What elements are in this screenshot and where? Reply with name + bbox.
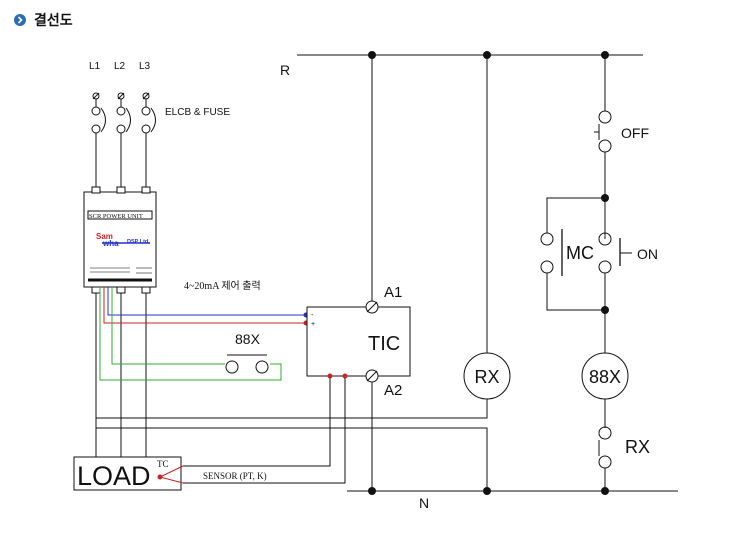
phase-label-l2: L2 (114, 61, 126, 72)
page-title: 결선도 (34, 13, 73, 29)
load-box (73, 456, 182, 491)
rx-contact-label: RX (625, 437, 650, 457)
off-label: OFF (621, 125, 649, 141)
brand-model: DSP Ltd. (127, 239, 150, 245)
control-output-label: 4~20mA 제어 출력 (184, 280, 261, 292)
polarity-plus: + (311, 321, 315, 328)
sensor-label: SENSOR (PT, K) (203, 471, 267, 481)
header: 결선도 (14, 10, 73, 30)
terminal-a2-label: A2 (384, 382, 402, 399)
load-label: LOAD (77, 461, 151, 491)
brand-top: Sam (96, 232, 113, 241)
phase-label-l1: L1 (89, 61, 101, 72)
junction-dots (368, 51, 609, 495)
relay-lines (99, 287, 282, 381)
on-pushbutton (598, 232, 632, 274)
phase-terminals (92, 92, 150, 100)
bus-n-label: N (419, 495, 429, 511)
on-label: ON (637, 246, 658, 262)
polarity-minus: - (311, 312, 314, 319)
elcb-fuse-breakers (91, 106, 156, 134)
scr-power-unit (83, 186, 157, 294)
thermocouple (157, 465, 184, 484)
coil-rx-label: RX (474, 367, 499, 387)
rx-contact (598, 426, 612, 469)
phase-label-l3: L3 (139, 61, 151, 72)
tic-label: TIC (368, 333, 400, 355)
coil-88x-label: 88X (589, 367, 621, 387)
relay-contact-label: 88X (235, 331, 261, 347)
terminal-a1-label: A1 (384, 284, 402, 301)
bus-r-label: R (280, 62, 290, 78)
off-pushbutton (594, 110, 612, 153)
power-unit-title: SCR POWER UNIT (89, 213, 143, 220)
relay-contact-88x (225, 354, 269, 374)
chevron-right-icon (14, 14, 26, 26)
control-signal-lines (103, 287, 309, 326)
mc-contact (540, 229, 563, 276)
mc-label: MC (566, 243, 594, 263)
tc-label: TC (157, 459, 169, 469)
tic-controller (306, 306, 411, 377)
breaker-label: ELCB & FUSE (165, 107, 230, 118)
brand-bottom: wha (102, 239, 119, 248)
